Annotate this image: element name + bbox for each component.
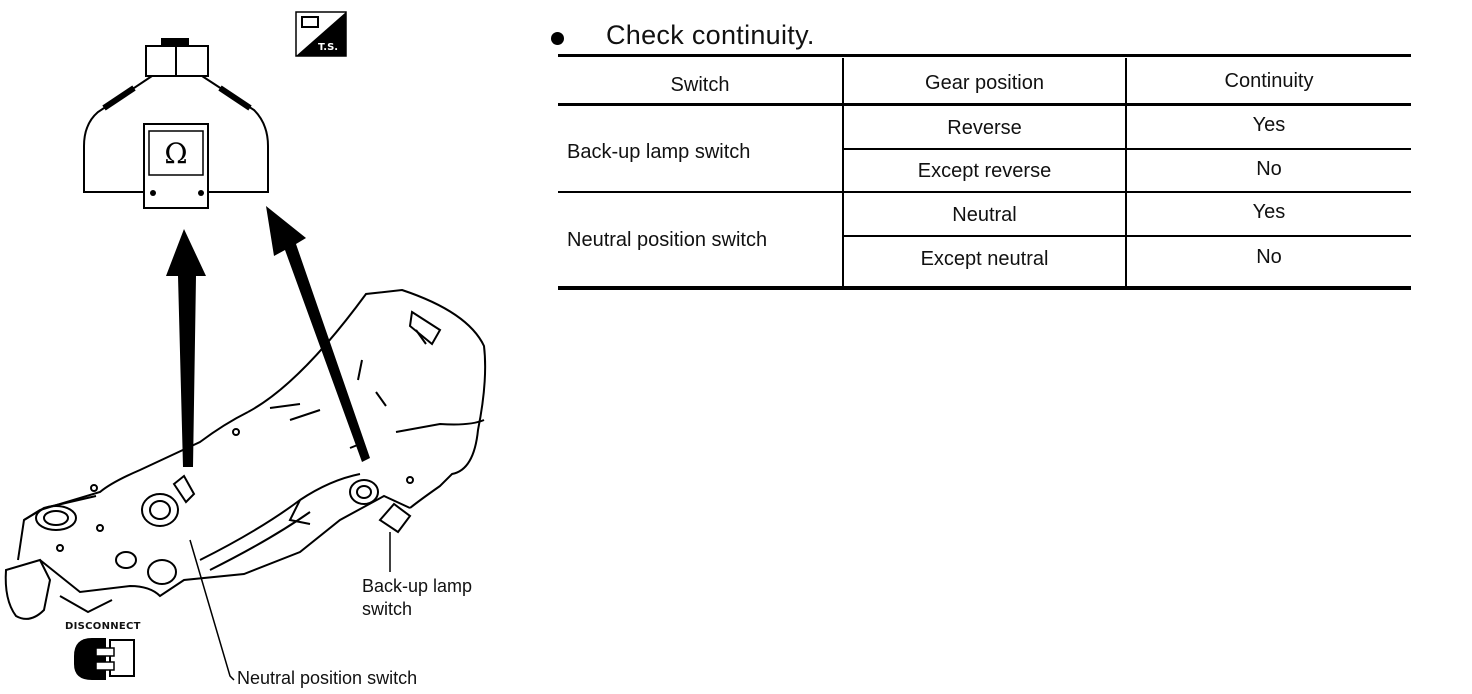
switch-backup-lamp: Back-up lamp switch bbox=[567, 141, 751, 163]
header-continuity: Continuity bbox=[1224, 70, 1314, 92]
header-gear-position: Gear position bbox=[925, 72, 1044, 94]
leader-line-neutral bbox=[189, 539, 235, 681]
ts-badge-icon: T.S. bbox=[295, 11, 347, 57]
gear-except-reverse: Except reverse bbox=[917, 160, 1052, 182]
header-switch: Switch bbox=[670, 74, 730, 96]
connector-probe-icon bbox=[83, 38, 269, 193]
bullet-icon bbox=[551, 32, 564, 45]
label-neutral-position-switch: Neutral position switch bbox=[237, 668, 418, 688]
ohm-symbol: Ω bbox=[164, 137, 187, 170]
ohmmeter-icon: Ω bbox=[143, 123, 209, 209]
continuity-table: Switch Gear position Continuity Back-up … bbox=[558, 54, 1411, 290]
continuity-value: Yes bbox=[1252, 201, 1286, 223]
gear-except-neutral: Except neutral bbox=[920, 248, 1049, 270]
continuity-test-illustration: T.S. Ω bbox=[4, 11, 487, 681]
ts-badge-text: T.S. bbox=[318, 42, 338, 53]
disconnect-label: DISCONNECT bbox=[65, 621, 141, 632]
switch-neutral-position: Neutral position switch bbox=[567, 229, 768, 251]
label-backup-lamp-switch: Back-up lamp switch bbox=[362, 576, 473, 619]
continuity-value: Yes bbox=[1252, 114, 1286, 136]
transmission-drawing bbox=[4, 288, 487, 620]
gear-neutral: Neutral bbox=[952, 204, 1017, 226]
continuity-value: No bbox=[1256, 158, 1282, 180]
arrow-diagonal-icon bbox=[266, 206, 370, 462]
continuity-value: No bbox=[1256, 246, 1282, 268]
arrow-up-icon bbox=[166, 229, 206, 467]
instruction-text: Check continuity. bbox=[606, 20, 815, 50]
disconnect-connector-icon bbox=[74, 638, 135, 680]
gear-reverse: Reverse bbox=[947, 117, 1022, 139]
